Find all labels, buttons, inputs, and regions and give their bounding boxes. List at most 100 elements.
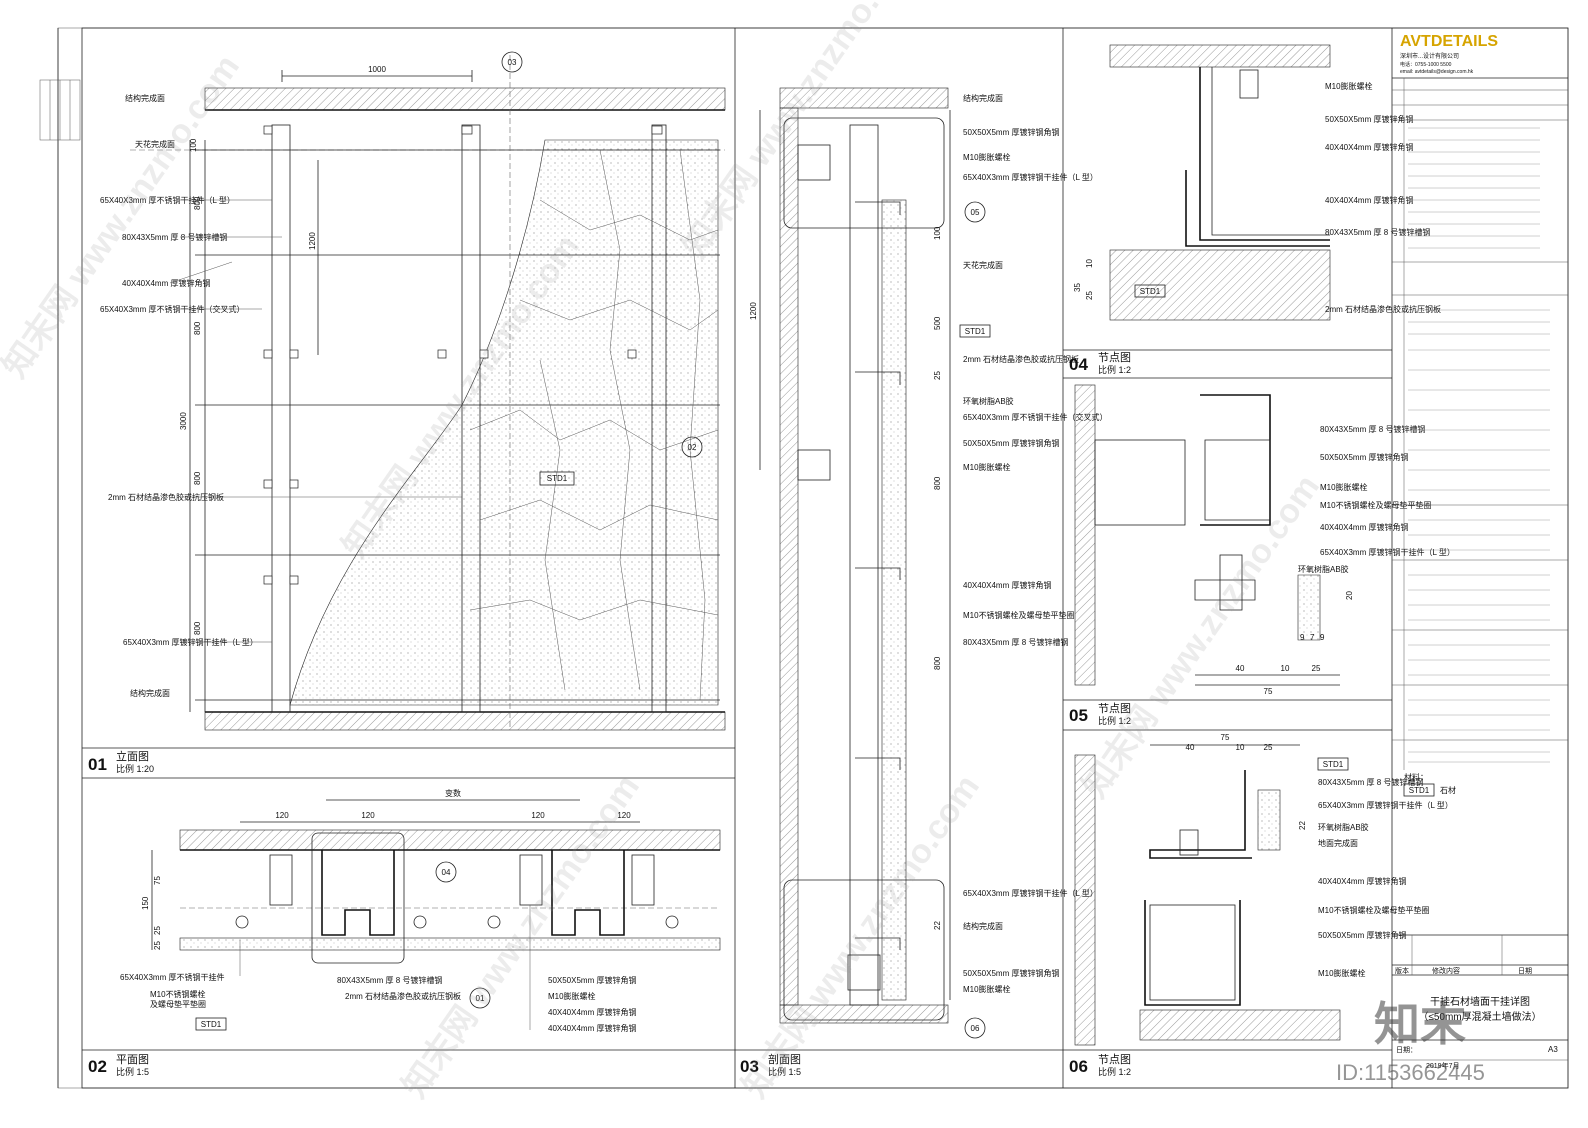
v-dim: 150: [141, 896, 150, 910]
title-block: AVTDETAILS 深圳市...设计有限公司 电话：0755-1000 550…: [1392, 33, 1568, 1070]
level-structure-floor: 结构完成面: [130, 688, 170, 698]
detail-mark-label: 05: [971, 208, 980, 217]
callout: 80X43X5mm 厚 8 号镀锌槽钢: [337, 975, 442, 985]
revision-col-version: 版本: [1395, 966, 1409, 975]
view-name: 平面图: [116, 1053, 149, 1066]
section-mark-label: 01: [476, 994, 485, 1003]
std1-tag: [1317, 757, 1349, 771]
callout: 80X43X5mm 厚 8 号镀锌槽钢: [122, 232, 227, 242]
view-number: 05: [1069, 706, 1088, 725]
std1-tag-label: STD1: [547, 474, 568, 483]
ceiling-slab: [779, 87, 949, 109]
callout: 40X40X4mm 厚镀锌角钢: [1318, 876, 1406, 886]
callout: 40X40X4mm 厚镀锌角钢: [548, 1007, 636, 1017]
view-title-04: 04 节点图 比例 1:2: [1063, 349, 1392, 375]
company-logo: AVTDETAILS: [1400, 33, 1498, 50]
callout: 80X43X5mm 厚 8 号镀锌槽钢: [1318, 777, 1423, 787]
revision-col-content: 修改内容: [1432, 966, 1460, 975]
view-scale: 比例 1:2: [1098, 364, 1131, 375]
callout: M10不锈钢螺栓及螺母垫平垫圈: [963, 610, 1075, 620]
v-dim: 800: [193, 321, 202, 335]
callout: 2mm 石材结晶渗色胶或抗压钢板: [963, 354, 1079, 364]
h-dim: 25: [1312, 664, 1321, 673]
view-name: 节点图: [1098, 351, 1131, 364]
top-dimension: 1000: [368, 65, 386, 74]
detail-mark-05: [964, 201, 986, 223]
h-dim: 25: [1264, 743, 1273, 752]
v-dim: 20: [1345, 591, 1354, 600]
image-id: ID:1153662445: [1336, 1060, 1485, 1085]
detail-mark-label: 04: [442, 868, 451, 877]
callout: 50X50X5mm 厚镀锌角钢: [1318, 930, 1406, 940]
section-channel: [849, 124, 879, 1006]
std1-tag: [195, 1017, 227, 1031]
std1-tag-label: STD1: [201, 1020, 222, 1029]
view-number: 06: [1069, 1057, 1088, 1076]
callout: 环氧树脂AB胶: [963, 396, 1014, 406]
callout: 2mm 石材结晶渗色胶或抗压钢板: [108, 492, 224, 502]
h-dim: 7: [1310, 633, 1315, 642]
h-dim: 75: [1221, 733, 1230, 742]
detail-mark-label: 06: [971, 1024, 980, 1033]
floor-slab: [204, 711, 726, 731]
v-dim: 10: [1085, 259, 1094, 268]
stone-panel-area: [289, 139, 719, 706]
watermark-text: 知末网 www.znzmo.com: [395, 768, 646, 1104]
v-dim: 800: [933, 476, 942, 490]
section-drawing: 1200 100 500 800 800 25 22 结构完成面 天花完成面 结…: [749, 87, 1107, 1039]
callout: M10不锈钢螺栓: [150, 989, 206, 999]
h-dim: 40: [1236, 664, 1245, 673]
v-dim: 100: [189, 138, 198, 152]
callout: 50X50X5mm 厚镀锌角钢: [548, 975, 636, 985]
wall-hatch: [179, 829, 721, 851]
wall-hatch: [1074, 384, 1096, 686]
callout: 65X40X3mm 厚镀锌钢干挂件（L 型）: [963, 172, 1098, 182]
date-value: 2019年7月: [1426, 1061, 1459, 1070]
callout: 环氧树脂AB胶: [1318, 822, 1369, 832]
std1-tag-label: STD1: [1140, 287, 1161, 296]
v-dim: 35: [1073, 283, 1082, 292]
detail-cloud-04: [311, 832, 405, 964]
callout: M10不锈钢螺栓及螺母垫平垫圈: [1320, 500, 1432, 510]
channel-left: [271, 124, 291, 713]
view-title-06: 06 节点图 比例 1:2: [1063, 1049, 1392, 1077]
level-finish-ceiling: 天花完成面: [135, 139, 175, 149]
callout: 40X40X4mm 厚镀锌角钢: [963, 580, 1051, 590]
plan-drawing: 120 120 120 120 变数 75 150 25 25 04 01 65…: [120, 788, 721, 1033]
stone-slab-section: [881, 199, 907, 1001]
view-name: 节点图: [1098, 1053, 1131, 1066]
callout: M10膨胀螺栓: [1318, 968, 1366, 978]
ceiling-slab: [204, 87, 726, 111]
callout: M10膨胀螺栓: [963, 152, 1011, 162]
v-dim: 22: [1298, 821, 1307, 830]
view-name: 节点图: [1098, 702, 1131, 715]
v-dim: 500: [933, 316, 942, 330]
callout: 50X50X5mm 厚镀锌角钢: [1325, 114, 1413, 124]
material-name: 石材: [1440, 785, 1456, 795]
h-dim: 75: [1264, 687, 1273, 696]
callout: 65X40X3mm 厚不锈钢干挂件: [120, 972, 224, 982]
level-structure-floor: 结构完成面: [963, 921, 1003, 931]
v-dim: 1200: [308, 232, 317, 250]
section-mark-01: [469, 987, 491, 1009]
watermark-text: 知末网 www.znzmo.com: [735, 768, 986, 1104]
revision-col-date: 日期: [1518, 967, 1532, 975]
v-dim: 800: [193, 471, 202, 485]
callout: M10不锈钢螺栓及螺母垫平垫圈: [1318, 905, 1430, 915]
level-finish-ceiling: 天花完成面: [963, 260, 1003, 270]
detail-cloud-05: [783, 117, 945, 229]
std1-tag-label: STD1: [965, 327, 986, 336]
detail-cloud-06: [783, 879, 945, 1021]
view-scale: 比例 1:20: [116, 763, 154, 774]
wall-hatch: [779, 107, 799, 1006]
callout: 65X40X3mm 厚镀锌钢干挂件（L 型）: [963, 888, 1098, 898]
v-dim: 3000: [179, 412, 188, 430]
level-structure-top: 结构完成面: [963, 93, 1003, 103]
callout: M10膨胀螺栓: [963, 984, 1011, 994]
callout: 及螺母垫平垫圈: [150, 999, 206, 1009]
view-title-01: 01 立面图 比例 1:20: [82, 747, 735, 774]
level-structure-top: 结构完成面: [125, 93, 165, 103]
date-label: 日期：: [1396, 1046, 1417, 1054]
material-code: STD1: [1409, 786, 1430, 795]
